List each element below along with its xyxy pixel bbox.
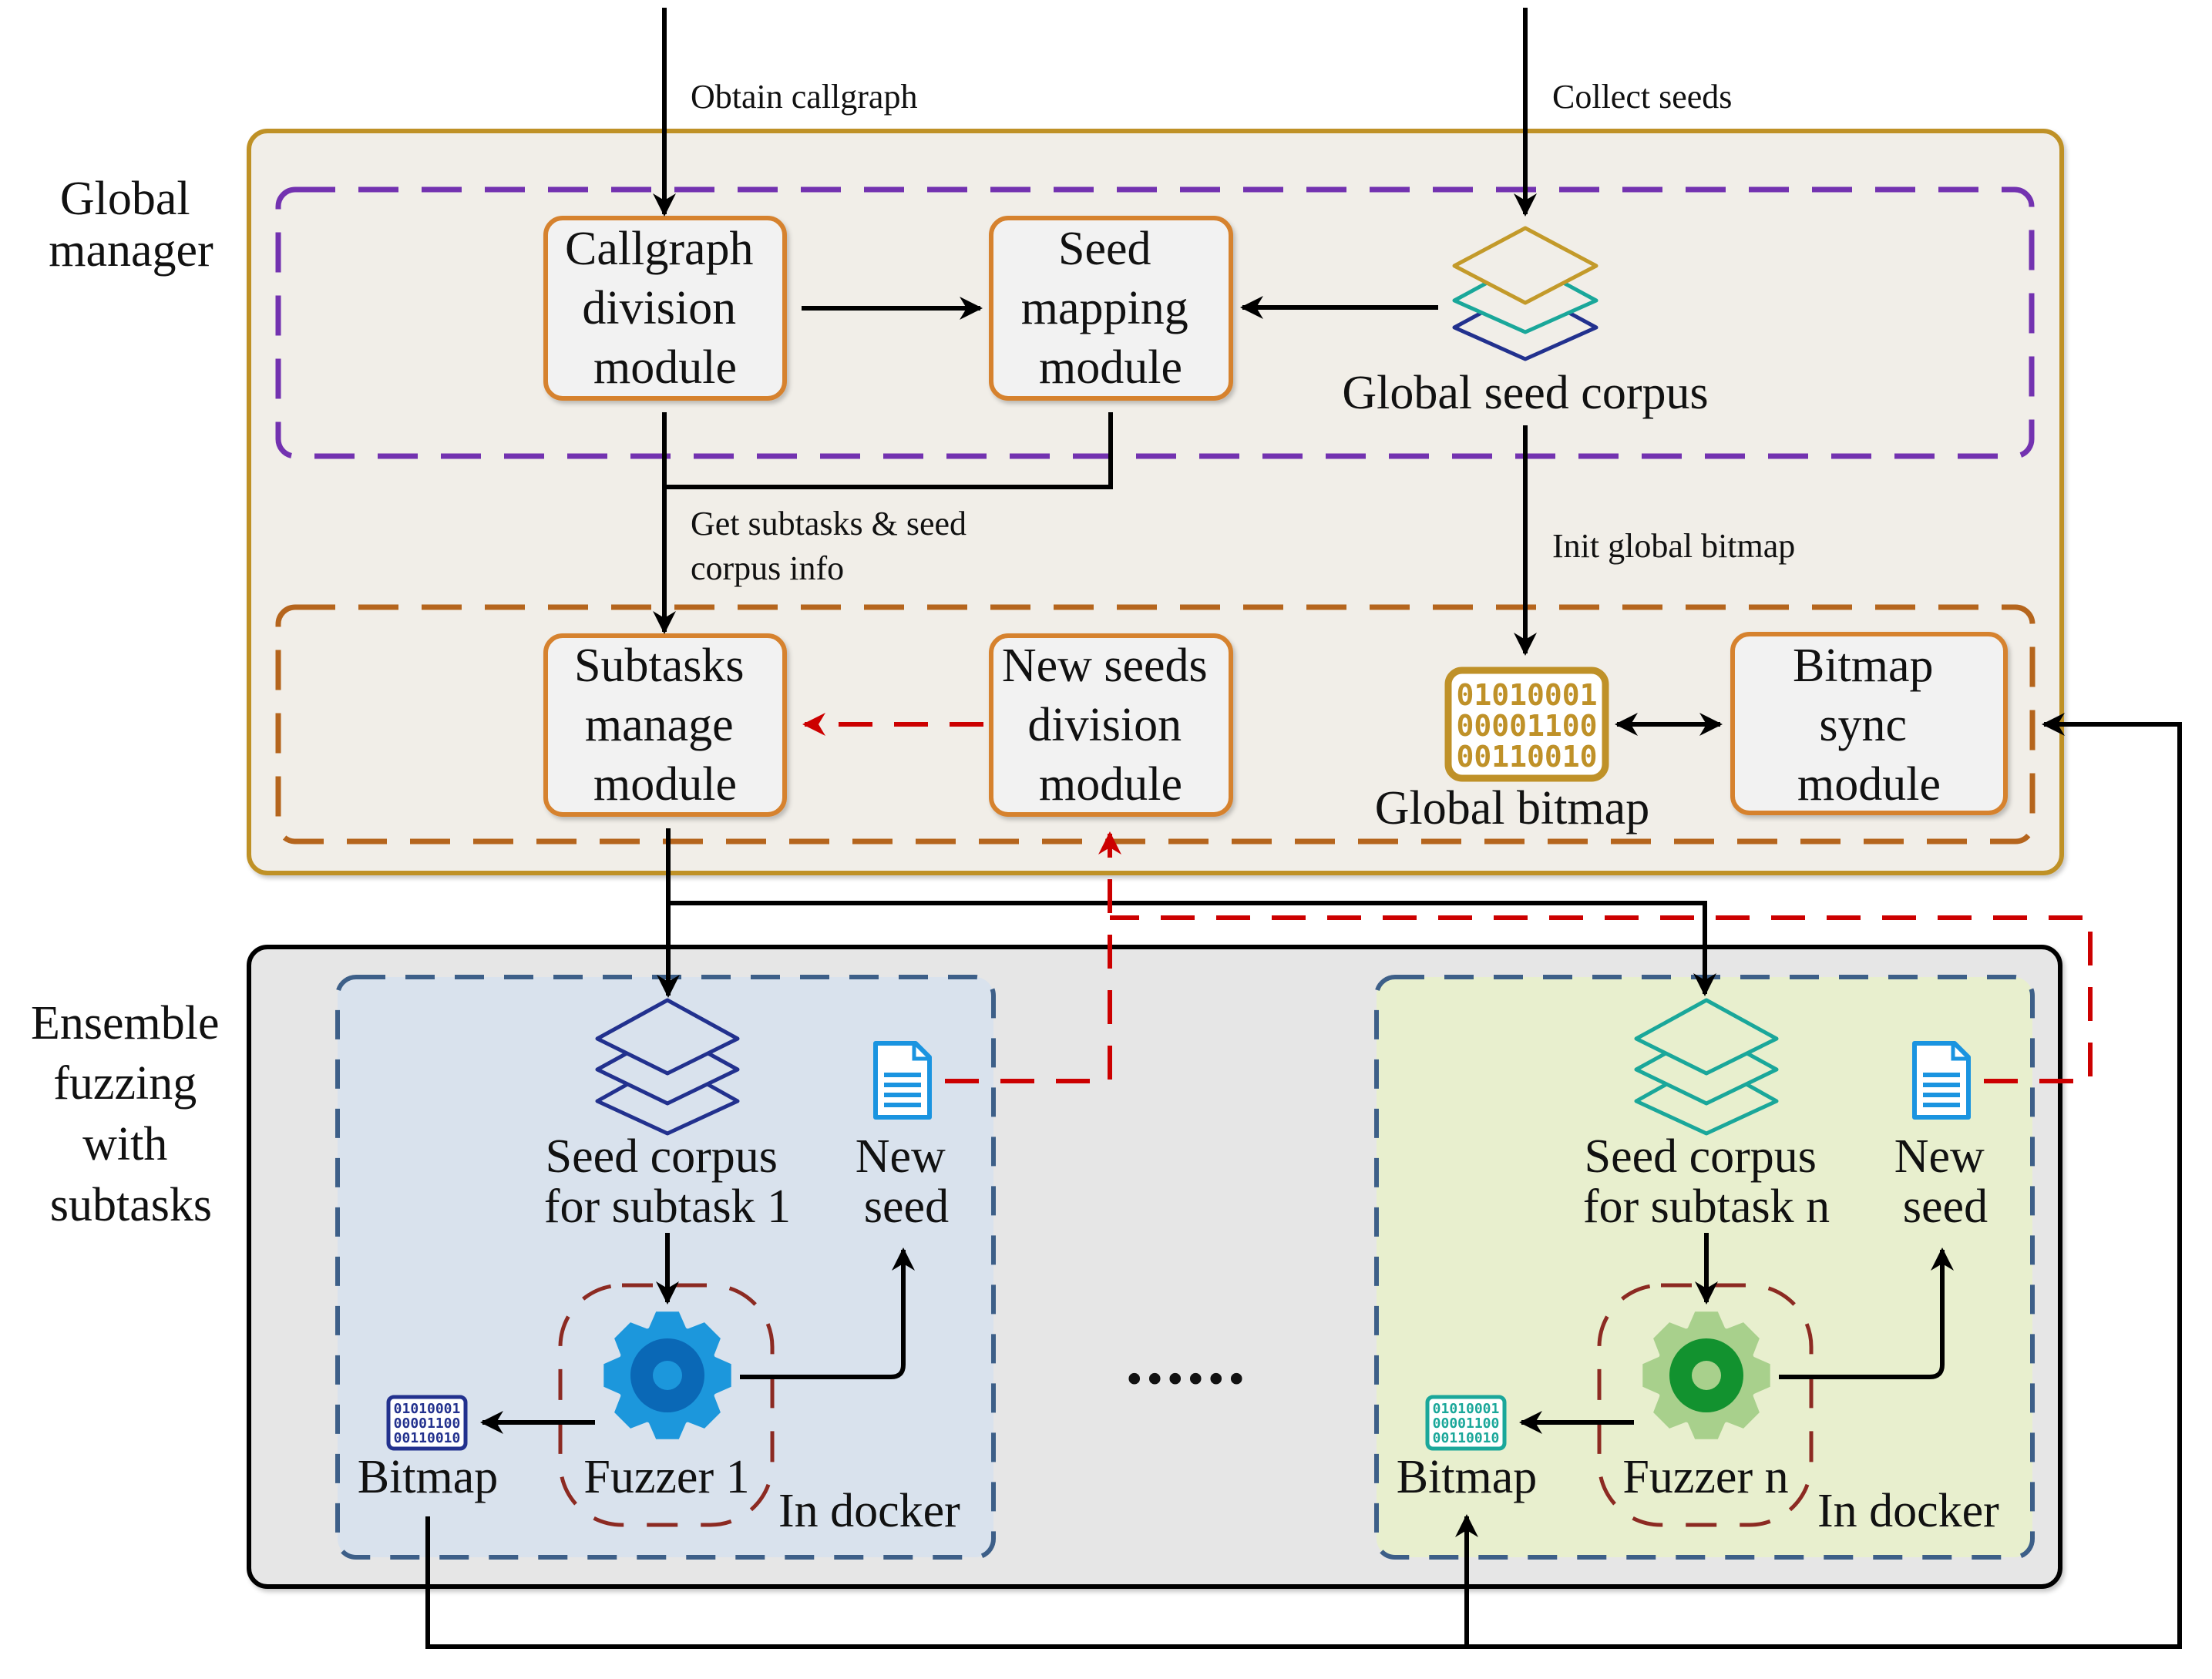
bitmap-sync-module[interactable]: Bitmap sync module <box>1730 632 2008 815</box>
fuzzer-n-boundary <box>1597 1283 1814 1527</box>
svg-text:New seed: New seed <box>856 1130 958 1233</box>
layers-icon <box>1634 998 1779 1136</box>
bitmap-subtask-n[interactable]: 01010001 00001100 00110010 Bitmap <box>1397 1395 1538 1503</box>
svg-text:00110010: 00110010 <box>1456 740 1597 774</box>
global-bitmap[interactable]: 01010001 00001100 00110010 Global bitmap <box>1375 667 1649 834</box>
subtasks-manage-module[interactable]: Subtasks manage module <box>543 633 787 817</box>
document-icon <box>1912 1041 1971 1120</box>
subtask-bitmap-group <box>275 604 2036 845</box>
seed-mapping-module[interactable]: Seed mapping module <box>989 216 1233 401</box>
seed-mapping-join-line <box>664 412 1113 489</box>
bitmap-icon: 01010001 00001100 00110010 <box>1425 1395 1507 1451</box>
layers-icon <box>1452 226 1598 361</box>
bitmap-icon: 01010001 00001100 00110010 <box>1444 667 1609 782</box>
svg-text:Fuzzer n: Fuzzer n <box>1622 1451 1788 1503</box>
new-seed-flow <box>809 722 2093 1083</box>
svg-text:01010001: 01010001 <box>394 1401 461 1417</box>
svg-text:Bitmap: Bitmap <box>1397 1451 1538 1503</box>
svg-text:00001100: 00001100 <box>1433 1415 1500 1432</box>
svg-text:Fuzzer 1: Fuzzer 1 <box>583 1451 749 1503</box>
global-seed-corpus[interactable]: Global seed corpus <box>1342 226 1709 419</box>
seed-corpus-subtask-1[interactable]: Seed corpus for subtask 1 <box>544 998 791 1233</box>
fuzzer-n-to-new-seed-arrow <box>1779 1247 1954 1379</box>
global-bitmap-label: Global bitmap <box>1375 782 1649 834</box>
seed-corpus-subtask-n[interactable]: Seed corpus for subtask n <box>1583 998 1830 1233</box>
new-seed-subtask-n[interactable]: New seed <box>1894 1041 1997 1233</box>
svg-text:00110010: 00110010 <box>394 1430 461 1446</box>
bitmap-feedback-line <box>425 713 2182 1649</box>
ensemble-section: Ensemble fuzzing with subtasks ...... Se… <box>31 945 2062 1589</box>
global-manager-label: Global manager <box>49 173 213 277</box>
svg-text:00110010: 00110010 <box>1433 1430 1500 1446</box>
svg-text:01010001: 01010001 <box>1433 1401 1500 1417</box>
svg-text:Bitmap: Bitmap <box>358 1451 499 1503</box>
document-icon <box>873 1041 932 1120</box>
in-docker-label: In docker <box>778 1485 960 1537</box>
svg-text:00001100: 00001100 <box>394 1415 461 1432</box>
callgraph-division-module[interactable]: Callgraph division module <box>543 216 787 401</box>
fuzzer-1[interactable]: Fuzzer 1 <box>583 1311 750 1503</box>
ensemble-label: Ensemble fuzzing with subtasks <box>31 997 231 1231</box>
new-seed-subtask-1[interactable]: New seed <box>856 1041 958 1233</box>
ellipsis: ...... <box>1126 1322 1249 1399</box>
layers-icon <box>595 998 740 1136</box>
obtain-callgraph-label: Obtain callgraph <box>691 78 917 116</box>
global-manager-section: Global manager Callgraph division module… <box>49 129 2064 875</box>
svg-text:Seed corpus for subt: Seed corpus for subtask n <box>1583 1130 1830 1233</box>
collect-seeds-label: Collect seeds <box>1552 78 1732 116</box>
svg-text:01010001: 01010001 <box>1456 678 1597 712</box>
dispatch-subtask-n-arrow <box>668 901 1716 996</box>
fuzzer-1-boundary <box>558 1283 775 1527</box>
svg-text:Seed mapping m: Seed mapping module <box>1021 223 1200 394</box>
svg-text:Subtasks manage: Subtasks manage module <box>574 640 756 811</box>
svg-text:New seed: New seed <box>1894 1130 1997 1233</box>
edge-labels: Obtain callgraph Collect seeds Get subta… <box>691 78 1795 587</box>
svg-text:Callgraph division: Callgraph division module <box>565 223 765 394</box>
connectors <box>425 8 2182 1649</box>
gear-icon <box>603 1311 731 1439</box>
svg-text:00001100: 00001100 <box>1456 709 1597 743</box>
svg-text:Seed corpus for subt: Seed corpus for subtask 1 <box>544 1130 791 1233</box>
fuzzer-1-to-new-seed-arrow <box>740 1247 915 1379</box>
bitmap-icon: 01010001 00001100 00110010 <box>386 1395 468 1451</box>
get-subtasks-label: Get subtasks & seed corpus info <box>691 505 975 587</box>
fuzzer-n[interactable]: Fuzzer n <box>1622 1311 1789 1503</box>
new-seed-n-flow <box>1110 915 2093 1083</box>
global-seed-corpus-label: Global seed corpus <box>1342 367 1708 419</box>
callgraph-seed-group <box>275 186 2035 459</box>
new-seeds-division-module[interactable]: New seeds division module <box>989 633 1233 817</box>
gear-icon <box>1642 1311 1770 1439</box>
bitmap-subtask-1[interactable]: 01010001 00001100 00110010 Bitmap <box>358 1395 499 1503</box>
svg-text:New seeds division: New seeds division module <box>1002 640 1219 811</box>
in-docker-label: In docker <box>1817 1485 1999 1537</box>
init-global-bitmap-label: Init global bitmap <box>1552 527 1795 565</box>
svg-text:Bitmap sync mo: Bitmap sync module <box>1793 640 1945 811</box>
